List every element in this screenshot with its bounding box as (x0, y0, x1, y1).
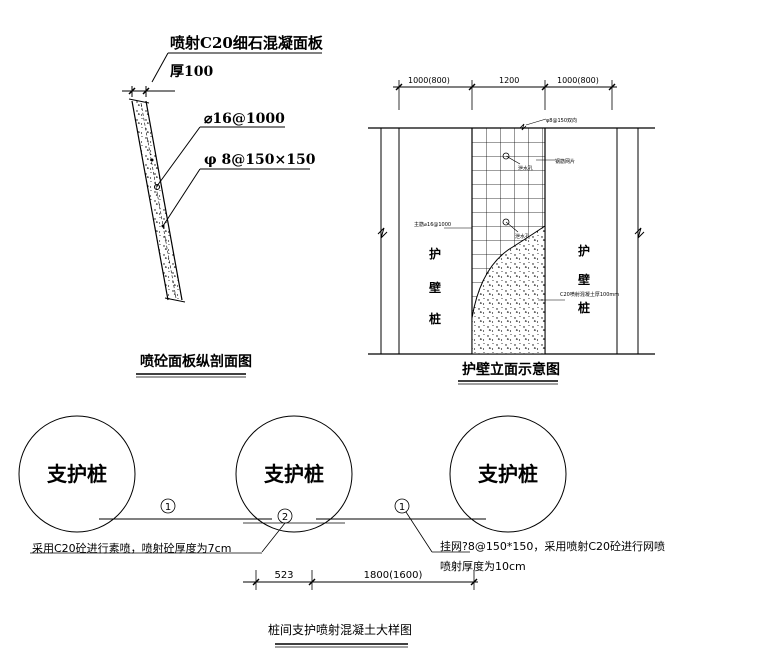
pile-right-char-1: 护 (578, 243, 590, 258)
dim-large: 1800(1600) (364, 570, 423, 581)
note-right-line1: 挂网?8@150*150，采用喷射C20砼进行网喷 (440, 539, 665, 553)
note-top: φ8@150双向 (546, 117, 577, 124)
pile-left-char-3: 桩 (429, 311, 441, 326)
note-hole-2: 泄水孔 (515, 233, 530, 240)
section-title-bottom: 桩间支护喷射混凝土大样图 (268, 622, 412, 637)
marker-1a: 1 (165, 502, 171, 513)
rebar-label-main: ⌀16@1000 (204, 111, 285, 127)
note-hole-1: 泄水孔 (518, 165, 533, 172)
note-concrete: C20喷射混凝土厚100mm (560, 291, 619, 298)
dim-small: 523 (274, 570, 293, 581)
pile-plan-detail: 支护桩 支护桩 支护桩 1 2 1 采用C20砼进行素喷，喷射砼厚度为7cm 挂… (18, 415, 665, 648)
note-left: 采用C20砼进行素喷，喷射砼厚度为7cm (32, 541, 231, 555)
spray-layer-label: 喷射C20细石混凝面板 (170, 34, 324, 52)
dim-left: 1000(800) (408, 76, 450, 85)
pile-label-1: 支护桩 (47, 462, 107, 486)
elevation-view: 1000(800) 1200 1000(800) φ8@150双向 泄水孔 钢筋 (368, 76, 655, 385)
longitudinal-section: 喷射C20细石混凝面板 厚100 ⌀16@1000 φ 8@150×150 喷砼… (122, 34, 324, 378)
rebar-label-mesh: φ 8@150×150 (204, 152, 316, 168)
marker-2: 2 (282, 512, 288, 523)
marker-1b: 1 (399, 502, 405, 513)
section-title-right: 护壁立面示意图 (462, 361, 560, 378)
pile-left-char-1: 护 (429, 246, 441, 261)
pile-label-2: 支护桩 (264, 462, 324, 486)
dim-middle: 1200 (499, 76, 519, 85)
thickness-label: 厚100 (170, 64, 213, 80)
pile-label-3: 支护桩 (478, 462, 538, 486)
pile-left-char-2: 壁 (429, 280, 441, 295)
pile-right-char-3: 桩 (578, 300, 590, 315)
pile-circle-2 (235, 415, 353, 533)
dim-right: 1000(800) (557, 76, 599, 85)
section-title-left: 喷砼面板纵剖面图 (140, 353, 252, 370)
note-mesh: 钢筋网片 (555, 158, 575, 165)
pile-circle-1 (18, 415, 136, 533)
pile-right-char-2: 壁 (578, 272, 590, 287)
note-main-bar: 主筋⌀16@1000 (414, 221, 451, 228)
pile-circle-3 (449, 415, 567, 533)
note-right-line2: 喷射厚度为10cm (440, 559, 526, 573)
